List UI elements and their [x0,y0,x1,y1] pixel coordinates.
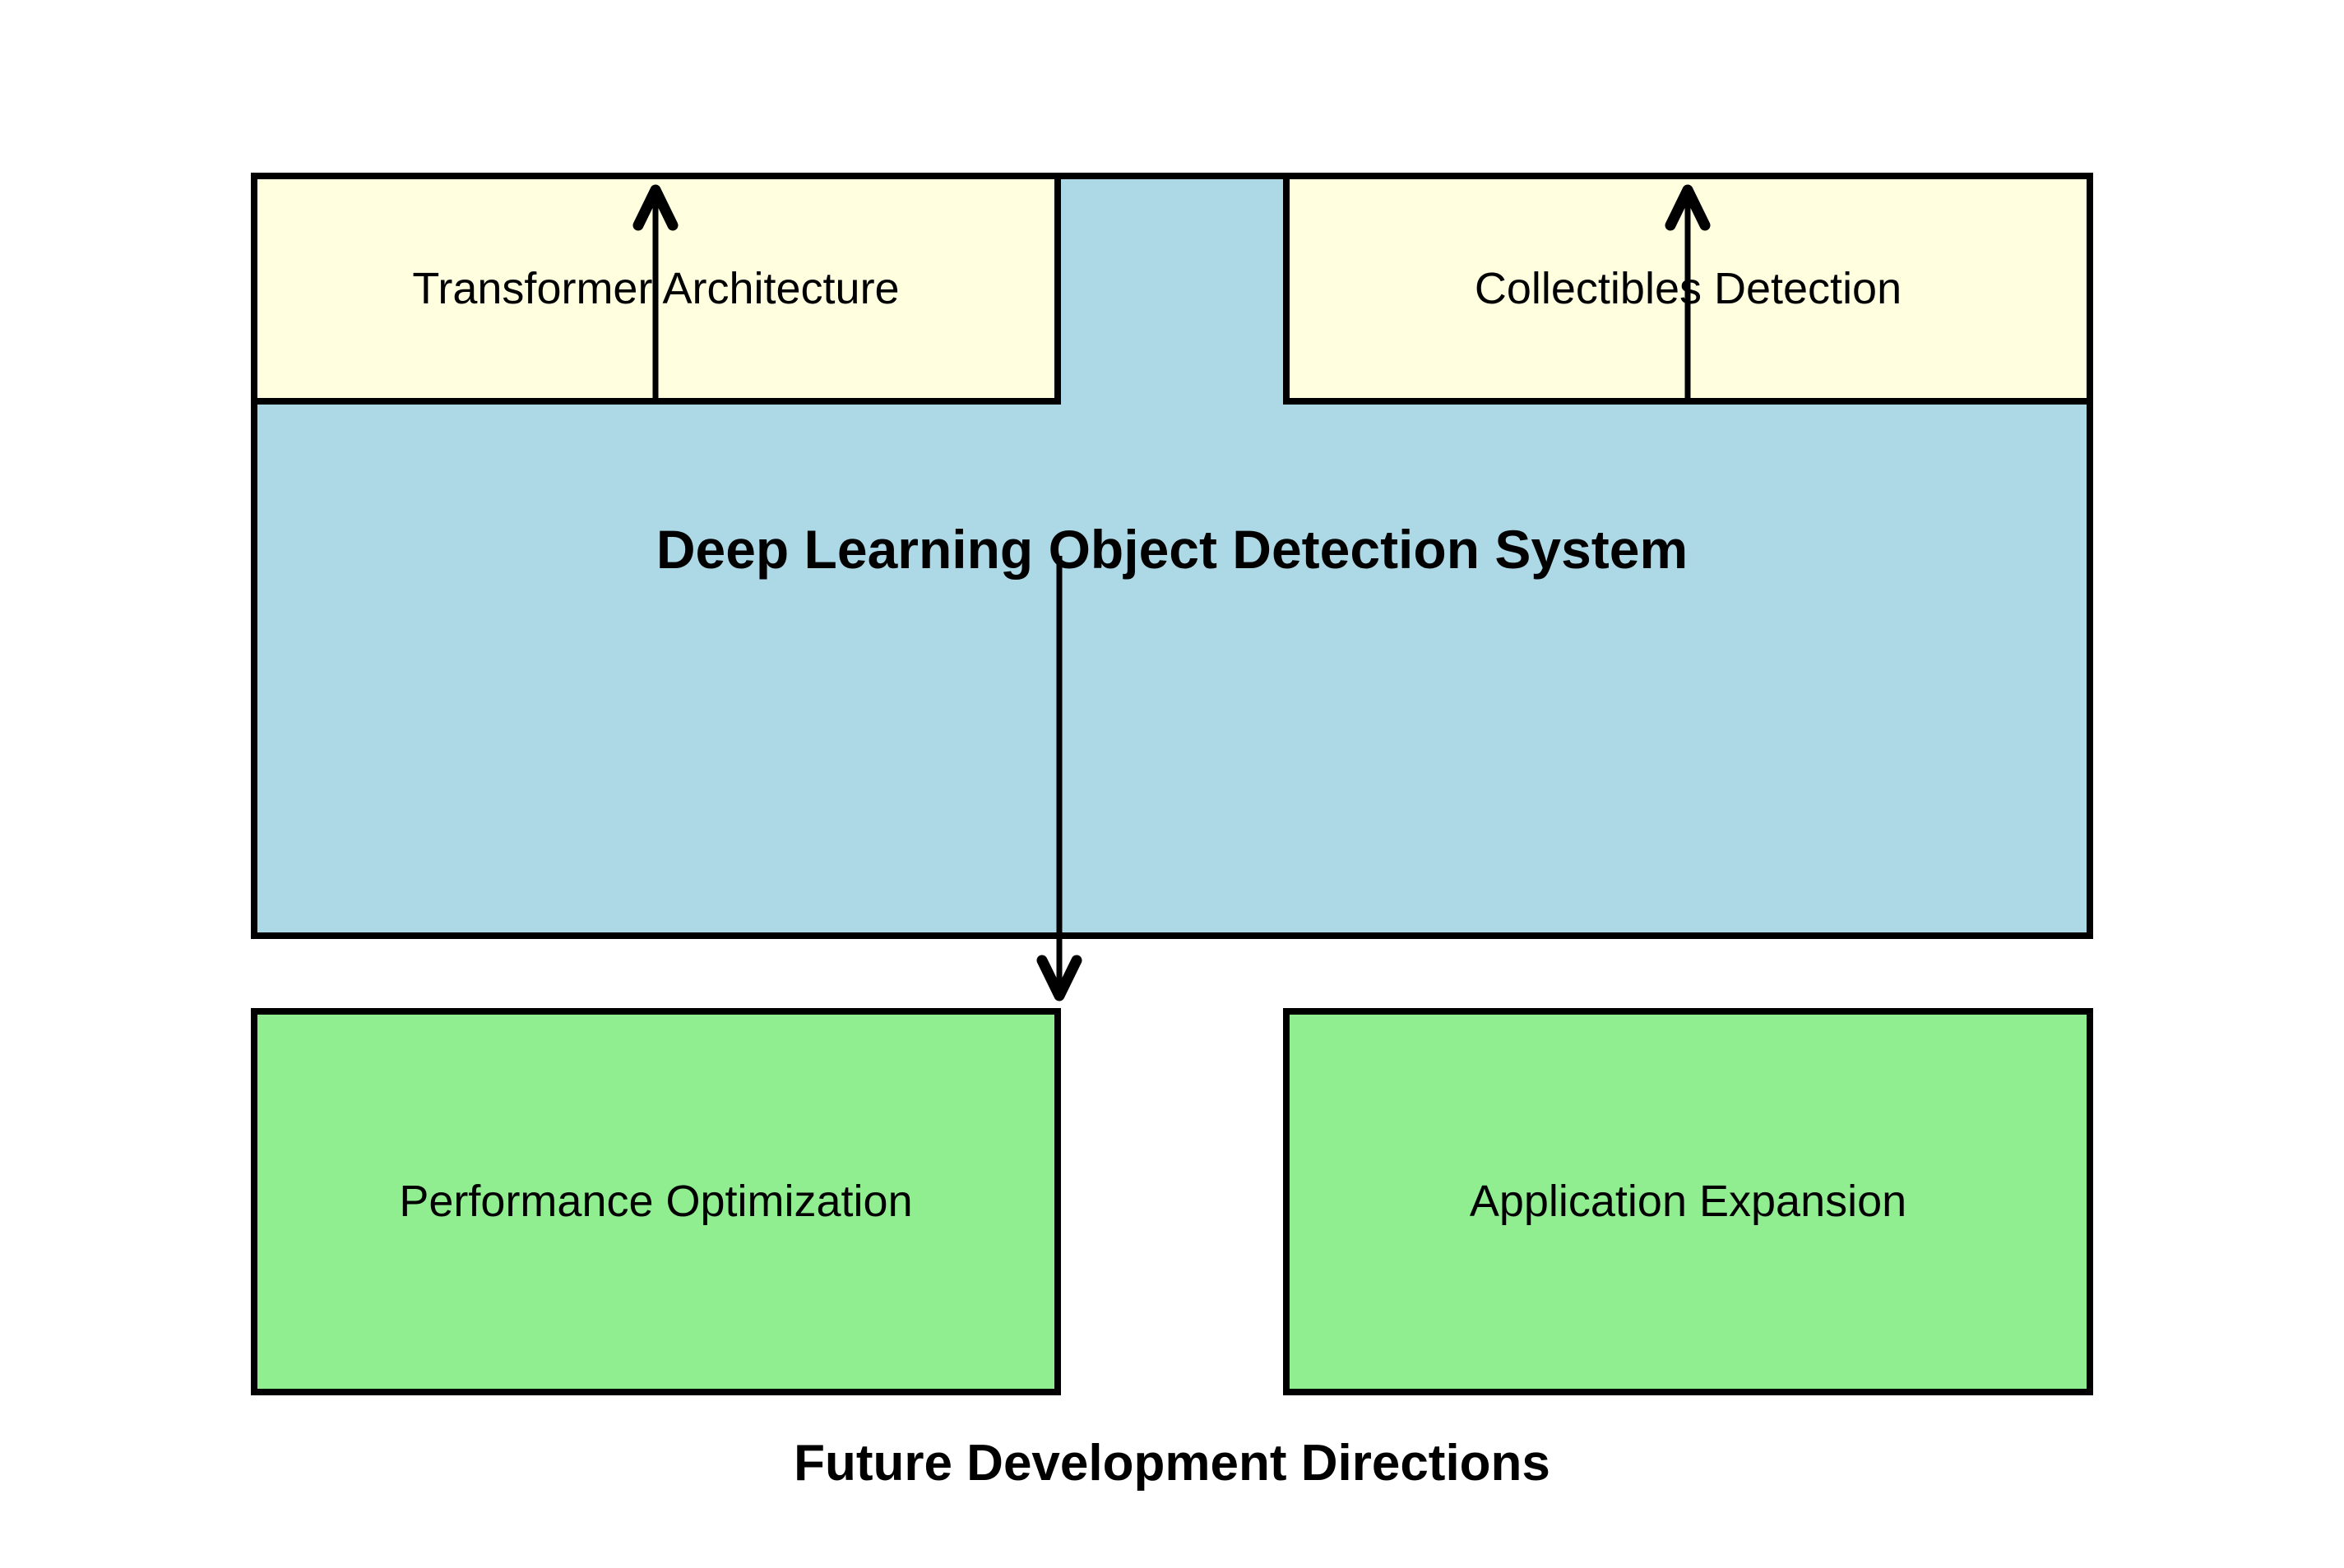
direction-box-application-expansion: Application Expansion [1283,1008,2093,1395]
module-box-transformer-architecture: Transformer Architecture [251,173,1061,405]
module-box-collectibles-detection-label: Collectibles Detection [1474,263,1902,313]
direction-box-performance-optimization-label: Performance Optimization [399,1177,913,1227]
module-box-collectibles-detection: Collectibles Detection [1283,173,2093,405]
module-box-transformer-architecture-label: Transformer Architecture [412,263,900,313]
system-box-label: Deep Learning Object Detection System [655,519,1689,580]
direction-box-performance-optimization: Performance Optimization [251,1008,1061,1395]
direction-box-application-expansion-label: Application Expansion [1469,1177,1907,1227]
caption-future-development-directions: Future Development Directions [794,1435,1550,1492]
